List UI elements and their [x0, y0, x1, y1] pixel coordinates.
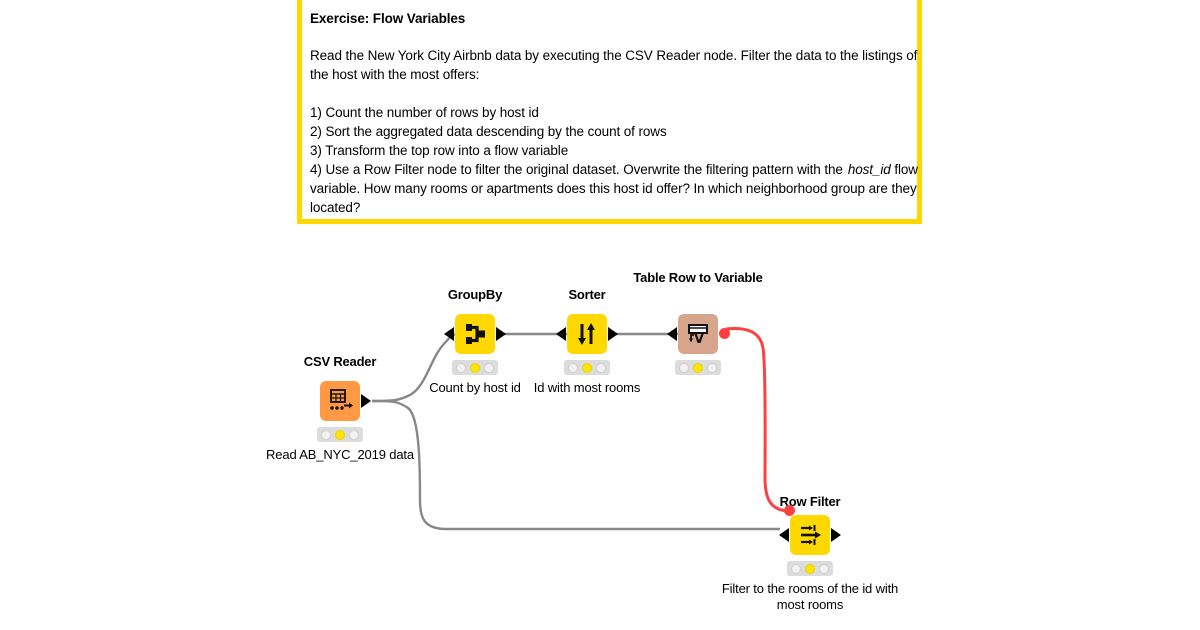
- group-merge-icon: [466, 324, 485, 344]
- status-led-yellow: [470, 362, 480, 373]
- node-table-row-to-variable-variable-output-port[interactable]: [719, 328, 730, 339]
- status-led-green: [349, 429, 359, 440]
- exercise-annotation-box: Exercise: Flow Variables Read the New Yo…: [297, 0, 922, 224]
- node-groupby-title: GroupBy: [447, 287, 503, 302]
- exercise-step-4: 4) Use a Row Filter node to filter the o…: [310, 160, 918, 217]
- status-led-green: [596, 362, 606, 373]
- node-sorter-title: Sorter: [568, 287, 606, 302]
- status-led-green: [819, 563, 829, 574]
- node-row-filter-output-port[interactable]: [831, 528, 841, 542]
- node-sorter-input-port[interactable]: [556, 327, 566, 341]
- node-table-row-to-variable-input-port[interactable]: [667, 327, 677, 341]
- node-row-filter-status: [787, 561, 833, 576]
- exercise-step-1: 1) Count the number of rows by host id: [310, 104, 539, 120]
- node-groupby-body[interactable]: [455, 314, 495, 354]
- status-led-red: [321, 429, 331, 440]
- exercise-step-4-text-b: flow variable. How many rooms or apartme…: [310, 162, 918, 216]
- status-led-green: [484, 362, 494, 373]
- svg-text:V: V: [694, 332, 704, 347]
- row-filter-icon: [801, 525, 821, 545]
- node-row-filter-title: Row Filter: [779, 494, 841, 509]
- node-sorter-caption: Id with most rooms: [533, 380, 641, 395]
- wire-variable-tablerow-to-rowfilter: [725, 327, 789, 513]
- node-csv-reader-status: [317, 427, 363, 442]
- node-csv-reader-output-port[interactable]: [361, 394, 371, 408]
- node-sorter-output-port[interactable]: [608, 327, 618, 341]
- node-groupby-caption: Count by host id: [429, 380, 521, 395]
- node-table-row-to-variable-status: [675, 360, 721, 375]
- node-row-filter-variable-input-port[interactable]: [784, 505, 795, 516]
- exercise-steps: 1) Count the number of rows by host id 2…: [310, 103, 918, 218]
- exercise-step-3: 3) Transform the top row into a flow var…: [310, 142, 569, 158]
- exercise-intro: Read the New York City Airbnb data by ex…: [310, 48, 918, 83]
- table-arrow-icon: [330, 389, 353, 410]
- node-groupby-input-port[interactable]: [444, 327, 454, 341]
- status-led-yellow: [805, 563, 815, 574]
- node-sorter-body[interactable]: [567, 314, 607, 354]
- status-led-green: [707, 362, 717, 373]
- exercise-step-4-variable: host_id: [847, 162, 891, 177]
- exercise-step-2: 2) Sort the aggregated data descending b…: [310, 123, 667, 139]
- node-table-row-to-variable-title: Table Row to Variable: [633, 270, 763, 285]
- node-sorter-status: [564, 360, 610, 375]
- row-to-variable-icon: V: [688, 324, 708, 347]
- status-led-red: [679, 362, 689, 373]
- node-groupby-status: [452, 360, 498, 375]
- status-led-yellow: [582, 362, 592, 373]
- status-led-yellow: [693, 362, 703, 373]
- node-row-filter-input-port[interactable]: [779, 528, 789, 542]
- status-led-red: [568, 362, 578, 373]
- wire-csv-to-rowfilter: [371, 399, 780, 531]
- node-groupby-output-port[interactable]: [496, 327, 506, 341]
- exercise-title: Exercise: Flow Variables: [310, 11, 466, 26]
- status-led-red: [456, 362, 466, 373]
- status-led-yellow: [335, 429, 345, 440]
- node-csv-reader-caption: Read AB_NYC_2019 data: [266, 447, 414, 462]
- sort-arrows-icon: [578, 323, 595, 345]
- exercise-step-4-text-a: 4) Use a Row Filter node to filter the o…: [310, 162, 843, 177]
- status-led-red: [791, 563, 801, 574]
- node-csv-reader-title: CSV Reader: [303, 354, 377, 369]
- node-row-filter-caption: Filter to the rooms of the id with most …: [721, 581, 899, 613]
